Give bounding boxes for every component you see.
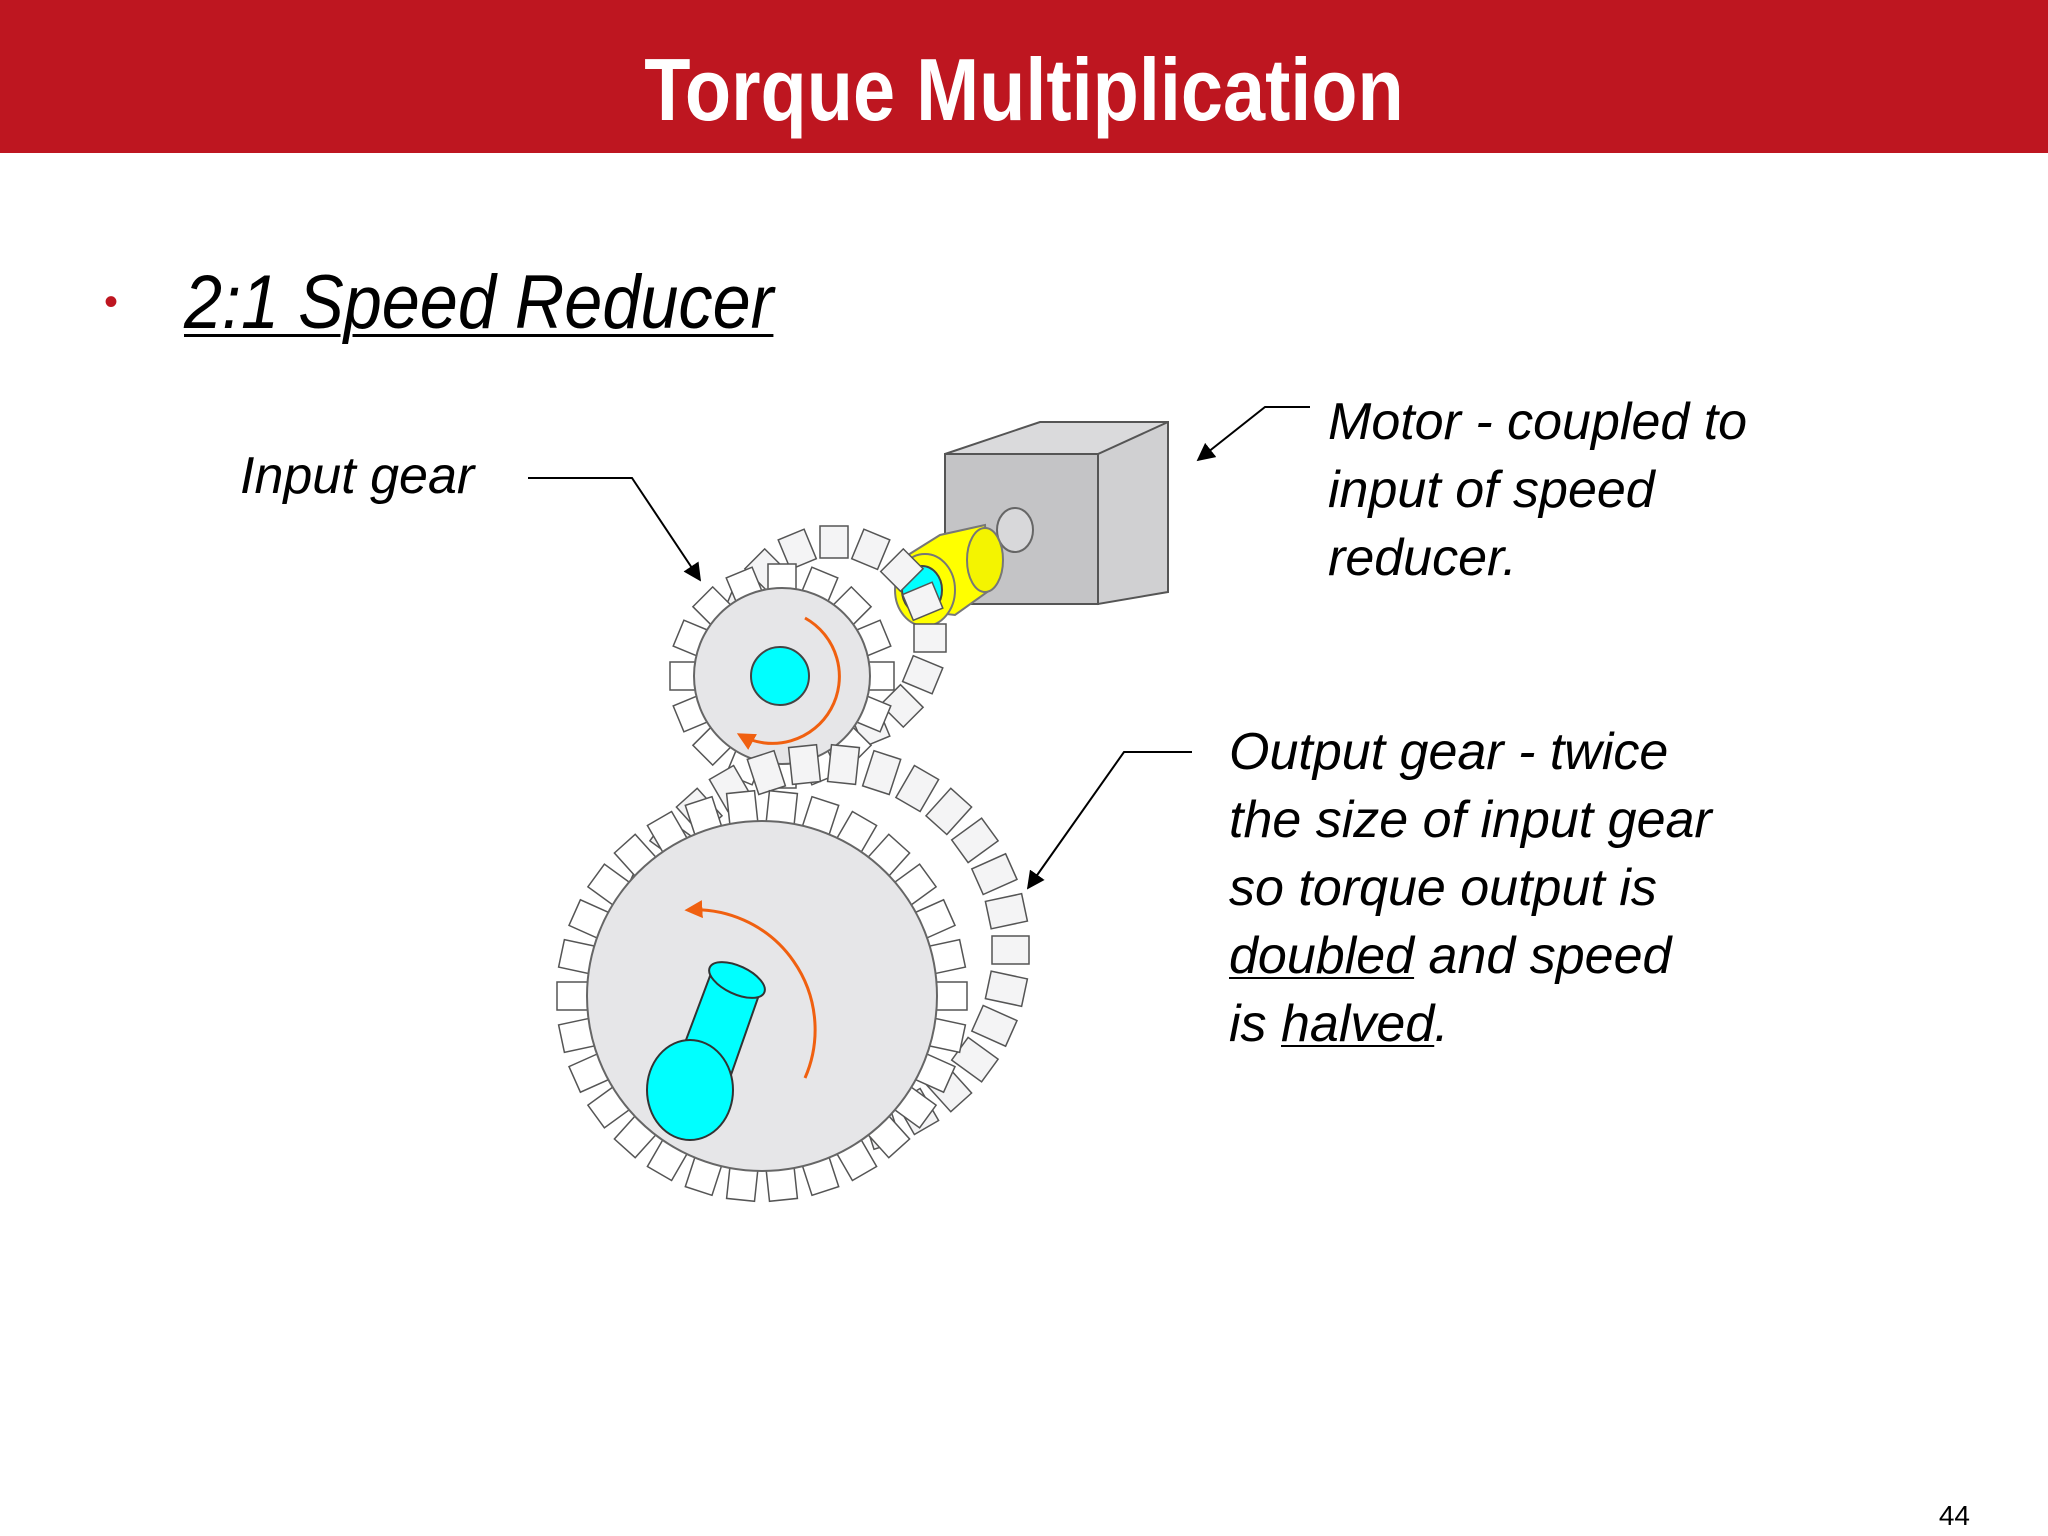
gear-tooth xyxy=(991,935,1030,965)
motor-label: Motor - coupled to input of speed reduce… xyxy=(1328,388,1747,592)
output-label-text: . xyxy=(1434,995,1449,1053)
gear-tooth xyxy=(879,547,925,593)
output-label-line: so torque output is xyxy=(1229,859,1657,917)
gear-tooth xyxy=(901,581,944,622)
slide-title: Torque Multiplication xyxy=(644,40,1404,139)
title-bar xyxy=(0,0,2048,153)
motor-shaft xyxy=(996,507,1034,553)
gear-tooth xyxy=(950,1036,1000,1083)
gear-tooth xyxy=(901,654,944,695)
gear-tooth xyxy=(950,817,1000,864)
output-label-line: is halved. xyxy=(1229,990,1712,1058)
gear-tooth xyxy=(819,525,849,559)
page-number: 44 xyxy=(1938,1500,1970,1531)
output-shaft xyxy=(646,961,766,1141)
gear-tooth xyxy=(984,970,1029,1008)
gear-tooth xyxy=(879,683,925,729)
gear-tooth xyxy=(894,764,940,813)
bullet-marker: • xyxy=(104,280,119,324)
input-rotation-arrow xyxy=(736,616,841,750)
output-label-line: the size of input gear xyxy=(1229,791,1712,849)
output-gear-leader xyxy=(1026,751,1192,890)
gear-tooth xyxy=(984,892,1029,930)
output-label-text: is xyxy=(1229,995,1281,1053)
gear-tooth xyxy=(787,743,822,786)
motor-leader xyxy=(1196,406,1310,462)
gear-tooth xyxy=(970,852,1018,896)
output-label-line: Output gear - twice xyxy=(1229,723,1669,781)
output-gear-label: Output gear - twice the size of input ge… xyxy=(1229,718,1712,1058)
slide-heading: 2:1 Speed Reducer xyxy=(184,260,774,345)
output-gear xyxy=(556,743,1030,1203)
gear-tooth xyxy=(826,743,861,786)
output-label-line: doubled and speed xyxy=(1229,922,1712,990)
motor-label-line: input of speed xyxy=(1328,461,1655,519)
input-gear-leader xyxy=(528,477,701,582)
gear-tooth xyxy=(970,1004,1018,1048)
gear-tooth xyxy=(913,623,947,653)
output-label-text: and speed xyxy=(1414,927,1672,985)
gear-tooth xyxy=(746,749,787,796)
input-gear-label: Input gear xyxy=(240,447,475,505)
motor-label-line: Motor - coupled to xyxy=(1328,393,1748,451)
doubled-emphasis: doubled xyxy=(1229,927,1415,985)
gear-tooth xyxy=(777,528,818,571)
halved-emphasis: halved xyxy=(1281,995,1435,1053)
motor-label-line: reducer. xyxy=(1328,529,1517,587)
output-rotation-arrow xyxy=(684,900,817,1079)
gear-tooth xyxy=(924,787,973,836)
gear-tooth xyxy=(861,749,902,796)
gear-tooth xyxy=(850,528,891,571)
